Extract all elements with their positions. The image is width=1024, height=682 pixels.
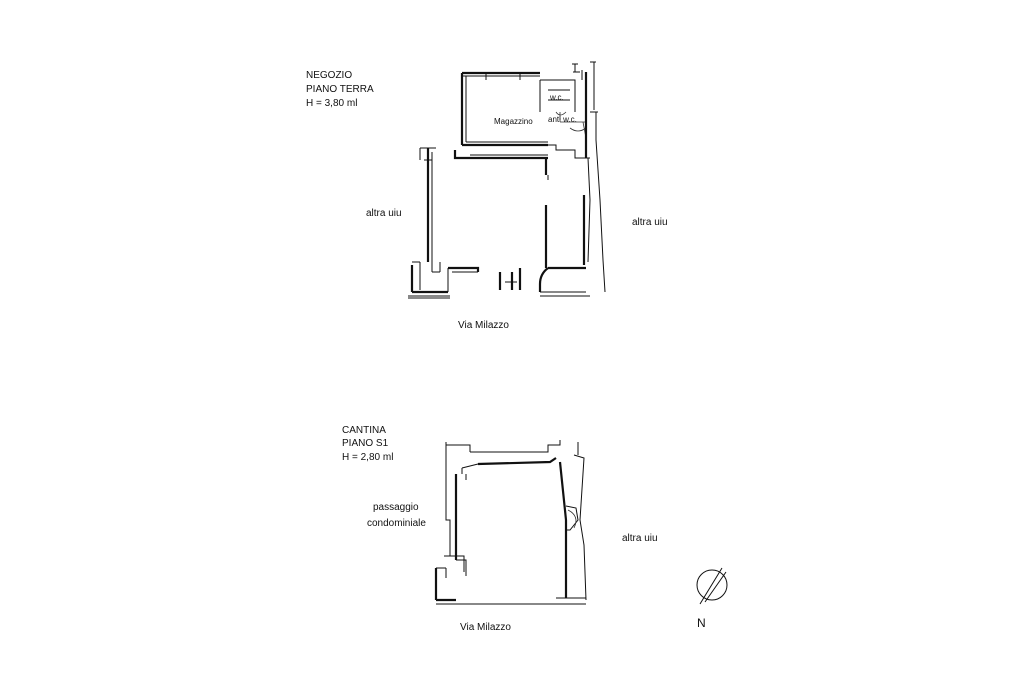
ground-street-label: Via Milazzo [458,320,509,331]
basement-left-bottom-detail [436,567,470,605]
basement-top-detail [461,463,479,480]
basement-left-bottom [434,568,456,602]
wc-block [539,79,576,112]
north-arrow-label: N [697,616,706,630]
ground-floor-level: PIANO TERRA [306,84,374,95]
basement-plan [434,440,587,605]
basement-right-niche [565,505,579,531]
wc-door [555,111,567,120]
corner-ticks [572,63,580,73]
facade-left-pier-detail [408,261,450,299]
ground-neighbor-right-label: altra uiu [632,217,668,228]
party-wall-right [595,139,606,293]
ground-floor-title: NEGOZIO [306,70,353,81]
basement-height: H = 2,80 ml [342,452,394,463]
antiwc-room-label: anti w.c. [548,115,577,124]
shop-right-wall-upper-detail [581,61,598,140]
basement-corridor-label-line1: passaggio [373,502,419,513]
basement-left-wall-outer [444,445,467,576]
ground-neighbor-left-label: altra uiu [366,208,402,219]
ground-floor-plan [408,61,606,299]
facade-right-arch [538,267,549,292]
basement-right-wall-outer [573,442,587,601]
shop-top-step [548,144,590,159]
storage-top-wall-detail [462,73,540,80]
basement-top-wall [445,440,561,453]
facade-center-left [448,266,480,272]
antiwc-door [560,121,587,139]
basement-right-door [567,509,577,529]
north-arrow-needle [699,567,727,605]
basement-corridor-label-line2: condominiale [367,518,426,529]
basement-bottom-wall [470,597,586,605]
facade-right-base [540,291,590,297]
shop-left-wall-detail [419,147,436,262]
basement-neighbor-right-label: altra uiu [622,533,658,544]
north-arrow-circle [696,569,728,601]
shop-top-wall [453,150,548,160]
wc-room-label: w.c. [550,93,564,102]
facade-center-left-detail [447,268,478,292]
party-wall-right-inner [587,157,591,263]
entrance-door [498,268,522,290]
basement-title: CANTINA [342,425,386,436]
basement-top-wall-main [477,457,557,466]
ground-floor-height: H = 3,80 ml [306,98,358,109]
basement-street-label: Via Milazzo [460,622,511,633]
facade-left-pier [410,265,448,294]
basement-level: PIANO S1 [342,438,389,449]
basement-right-wall [558,461,568,598]
storage-room-label: Magazzino [494,117,533,126]
north-arrow [696,567,728,605]
